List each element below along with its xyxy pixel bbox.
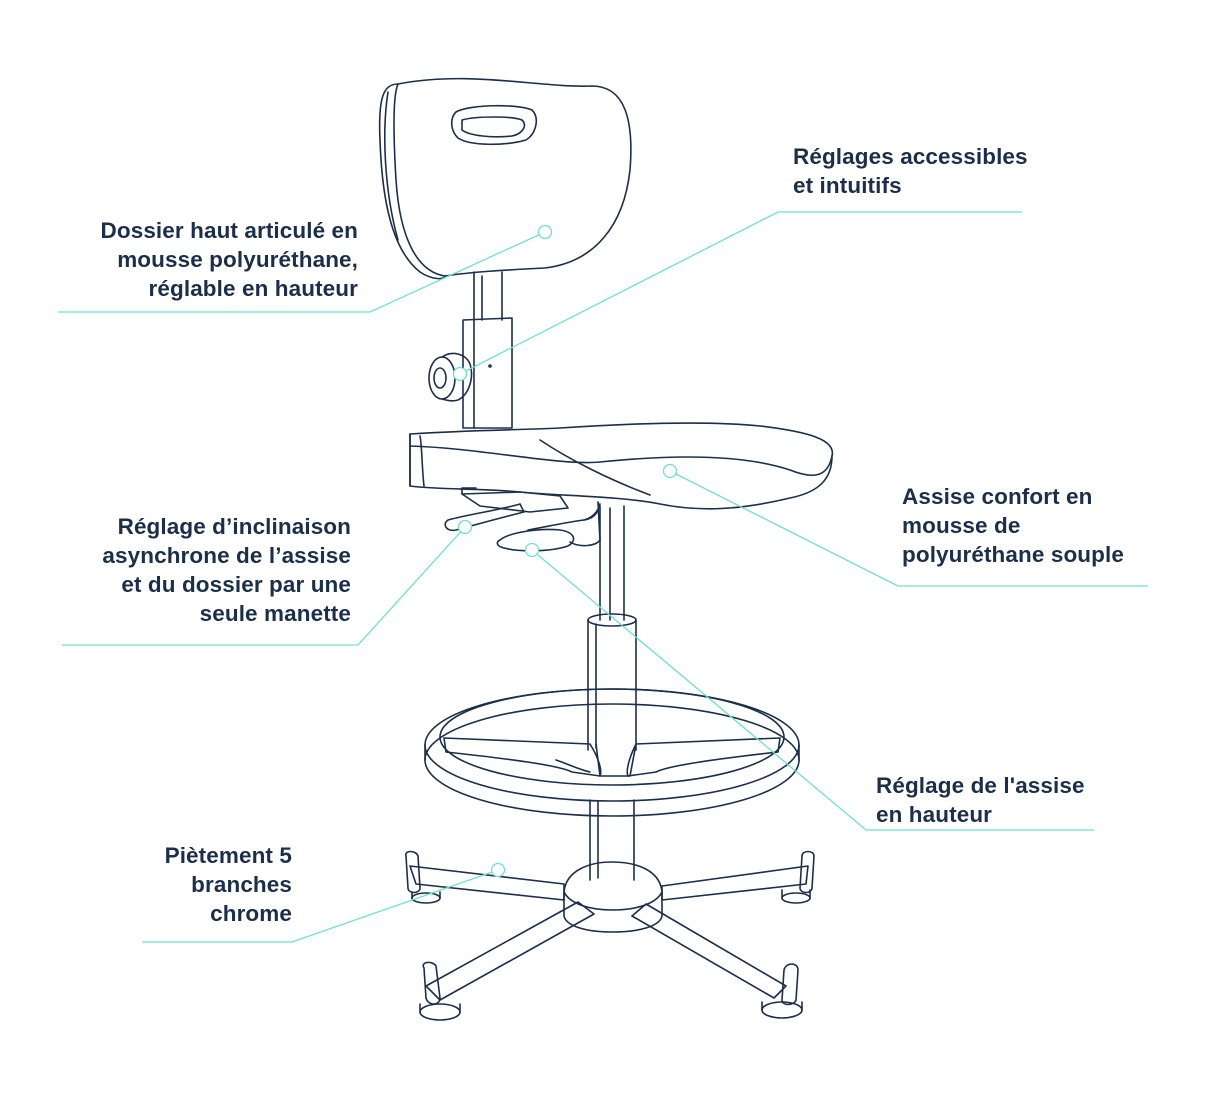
dot-pietement (490, 862, 506, 878)
leader-lines (58, 211, 1148, 943)
leader-dossier (58, 231, 546, 313)
label-hauteur: Réglage de l'assise en hauteur (876, 773, 1085, 827)
foot-ring (424, 688, 800, 817)
label-inclinaison: Réglage d’inclinaison asynchrone de l’as… (102, 514, 351, 626)
label-dossier: Dossier haut articulé en mousse polyurét… (100, 218, 358, 301)
dot-inclinaison (457, 519, 473, 535)
dot-reglages (452, 366, 468, 382)
leader-assise (669, 470, 1148, 587)
label-reglages: Réglages accessibles et intuitifs (793, 144, 1028, 198)
gas-cylinder (587, 505, 637, 751)
back-post (462, 271, 513, 429)
leader-inclinaison (62, 526, 466, 646)
lower-column (589, 799, 635, 881)
label-pietement: Piètement 5 branches chrome (164, 843, 292, 926)
dot-assise (662, 463, 678, 479)
seat (409, 422, 834, 510)
tilt-mechanism (444, 487, 601, 552)
leader-reglages (459, 211, 1022, 375)
star-base (405, 850, 815, 1021)
leader-hauteur (531, 549, 1094, 831)
dot-dossier (537, 224, 553, 240)
label-assise: Assise confort en mousse de polyuréthane… (902, 484, 1124, 567)
backrest (378, 77, 632, 280)
dot-hauteur (524, 542, 540, 558)
leader-pietement (142, 869, 499, 943)
